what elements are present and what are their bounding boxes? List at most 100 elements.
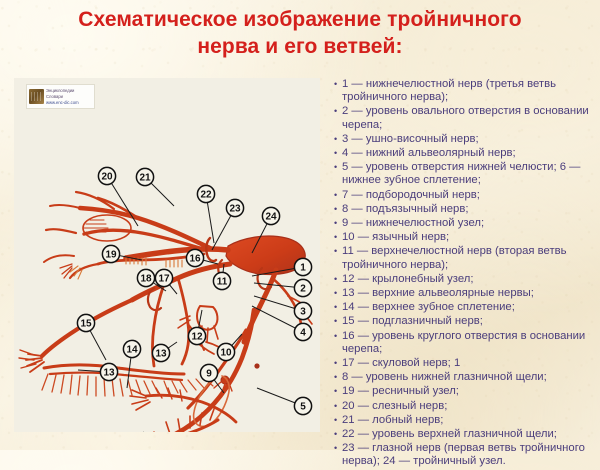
legend-item-label: 12 — крылонебный узел; xyxy=(342,272,474,285)
marker-leader-line xyxy=(251,305,304,333)
marker-circle xyxy=(76,313,96,333)
diagram-marker-3[interactable]: 3 xyxy=(293,301,313,321)
legend-item-label: 3 — ушно-височный нерв; xyxy=(342,132,479,145)
marker-circle xyxy=(212,271,232,291)
marker-label: 4 xyxy=(300,328,306,339)
legend-item: • 23 — глазной нерв (первая ветвь тройнич… xyxy=(330,442,596,468)
marker-circle xyxy=(136,268,156,288)
legend-item: •19 — ресничный узел; xyxy=(330,385,596,398)
bullet-icon: • xyxy=(334,106,338,117)
marker-label: 18 xyxy=(140,274,152,285)
diagram-marker-5[interactable]: 5 xyxy=(293,396,313,416)
legend-item: •20 — слезный нерв; xyxy=(330,400,596,413)
diagram-marker-13[interactable]: 13 xyxy=(99,362,119,382)
legend-item-label: 22 — уровень верхней глазничной щели; xyxy=(342,428,557,441)
marker-circle xyxy=(225,198,245,218)
bullet-icon: • xyxy=(334,133,338,144)
legend-list: • 1 — нижнечелюстной нерв (третья ветвь т… xyxy=(330,78,596,470)
watermark-logo: Энциклопедии Словари www.enc-dic.com xyxy=(26,84,95,109)
bullet-icon: • xyxy=(334,429,338,440)
legend-item-label: 23 — глазной нерв (первая ветвь тройничн… xyxy=(342,442,585,468)
legend-item: •9 — нижнечелюстной узел; xyxy=(330,217,596,230)
marker-label: 5 xyxy=(300,402,306,413)
legend-item-label: 7 — подбородочный нерв; xyxy=(342,188,480,201)
legend-item-label: 21 — лобный нерв; xyxy=(342,413,444,426)
marker-label: 9 xyxy=(206,369,212,380)
diagram-marker-23[interactable]: 23 xyxy=(225,198,245,218)
marker-label: 1 xyxy=(300,263,306,274)
bullet-icon: • xyxy=(334,372,338,383)
legend-item-label: 1 — нижнечелюстной нерв (третья ветвь тр… xyxy=(342,78,556,104)
marker-label: 24 xyxy=(265,212,277,223)
diagram-marker-17[interactable]: 17 xyxy=(154,268,174,288)
marker-circle xyxy=(122,339,142,359)
legend-item: • 2 — уровень овального отверстия в основ… xyxy=(330,105,596,131)
marker-circle xyxy=(135,167,155,187)
marker-circle xyxy=(97,166,117,186)
legend-item-label: 15 — подглазничный нерв; xyxy=(342,315,483,328)
diagram-marker-4[interactable]: 4 xyxy=(293,322,313,342)
diagram-marker-2[interactable]: 2 xyxy=(293,278,313,298)
legend-item: • 16 — уровень круглого отверстия в основ… xyxy=(330,330,596,356)
bullet-icon: • xyxy=(334,330,338,341)
marker-label: 21 xyxy=(139,173,151,184)
diagram-marker-21[interactable]: 21 xyxy=(135,167,155,187)
marker-circle xyxy=(187,326,207,346)
legend-item: •4 — нижний альвеолярный нерв; xyxy=(330,147,596,160)
marker-layer: 2021222324191611817112431514131210139586… xyxy=(76,166,313,432)
page-title-line-1: Схематическое изображение тройничного xyxy=(78,8,522,31)
marker-circle xyxy=(101,244,121,264)
legend-item-label: 16 — уровень круглого отверстия в основа… xyxy=(342,329,586,355)
bullet-icon: • xyxy=(334,218,338,229)
watermark-text: Энциклопедии Словари www.enc-dic.com xyxy=(46,87,79,106)
diagram-marker-10[interactable]: 10 xyxy=(216,342,236,362)
marker-circle xyxy=(261,206,281,226)
bullet-icon: • xyxy=(334,316,338,327)
diagram-marker-13[interactable]: 13 xyxy=(151,343,171,363)
diagram-marker-20[interactable]: 20 xyxy=(97,166,117,186)
legend-item: •21 — лобный нерв; xyxy=(330,414,596,427)
legend-item-label: 17 — скуловой нерв; 1 xyxy=(342,357,461,370)
marker-label: 22 xyxy=(200,190,212,201)
marker-leader-line xyxy=(106,175,139,227)
bullet-icon: • xyxy=(334,358,338,369)
diagram-marker-15[interactable]: 15 xyxy=(76,313,96,333)
book-icon xyxy=(29,89,44,104)
diagram-marker-9[interactable]: 9 xyxy=(199,363,219,383)
page-title-line-2: нерва и его ветвей: xyxy=(197,35,403,58)
legend-item: • 3 — ушно-височный нерв; xyxy=(330,133,596,146)
marker-label: 3 xyxy=(300,307,306,318)
diagram-marker-24[interactable]: 24 xyxy=(261,206,281,226)
bullet-icon: • xyxy=(334,162,338,173)
marker-circle xyxy=(293,257,313,277)
diagram-marker-11[interactable]: 11 xyxy=(212,271,232,291)
legend-item-label: 5 — уровень отверстия нижней челюсти; 6 … xyxy=(342,161,581,187)
marker-label: 17 xyxy=(158,274,170,285)
marker-label: 14 xyxy=(126,345,138,356)
bullet-icon: • xyxy=(334,203,338,214)
legend-item-label: 13 — верхние альвеолярные нервы; xyxy=(342,287,534,300)
diagram-marker-12[interactable]: 12 xyxy=(187,326,207,346)
legend-item-label: 8 — уровень нижней глазничной щели; xyxy=(342,371,547,384)
legend-item-label: 11 — верхнечелюстной нерв (вторая ветвь … xyxy=(342,245,567,271)
diagram-marker-1[interactable]: 1 xyxy=(293,257,313,277)
marker-label: 13 xyxy=(155,349,167,360)
marker-circle xyxy=(151,343,171,363)
marker-circle xyxy=(199,363,219,383)
legend-item: • 5 — уровень отверстия нижней челюсти; 6… xyxy=(330,161,596,187)
diagram-marker-18[interactable]: 18 xyxy=(136,268,156,288)
diagram-marker-22[interactable]: 22 xyxy=(196,184,216,204)
diagram-marker-19[interactable]: 19 xyxy=(101,244,121,264)
bullet-icon: • xyxy=(334,443,338,454)
legend-item: • 8 — уровень нижней глазничной щели; xyxy=(330,371,596,384)
bullet-icon: • xyxy=(334,189,338,200)
marker-circle xyxy=(196,184,216,204)
diagram-marker-16[interactable]: 16 xyxy=(185,248,205,268)
diagram-marker-14[interactable]: 14 xyxy=(122,339,142,359)
legend-item-label: 10 — язычный нерв; xyxy=(342,231,450,244)
marker-circle xyxy=(293,322,313,342)
legend-item-label: 19 — ресничный узел; xyxy=(342,385,459,398)
marker-circle xyxy=(99,362,119,382)
legend-item-label: 2 — уровень овального отверстия в основа… xyxy=(342,105,589,131)
legend-item: •12 — крылонебный узел; xyxy=(330,273,596,286)
